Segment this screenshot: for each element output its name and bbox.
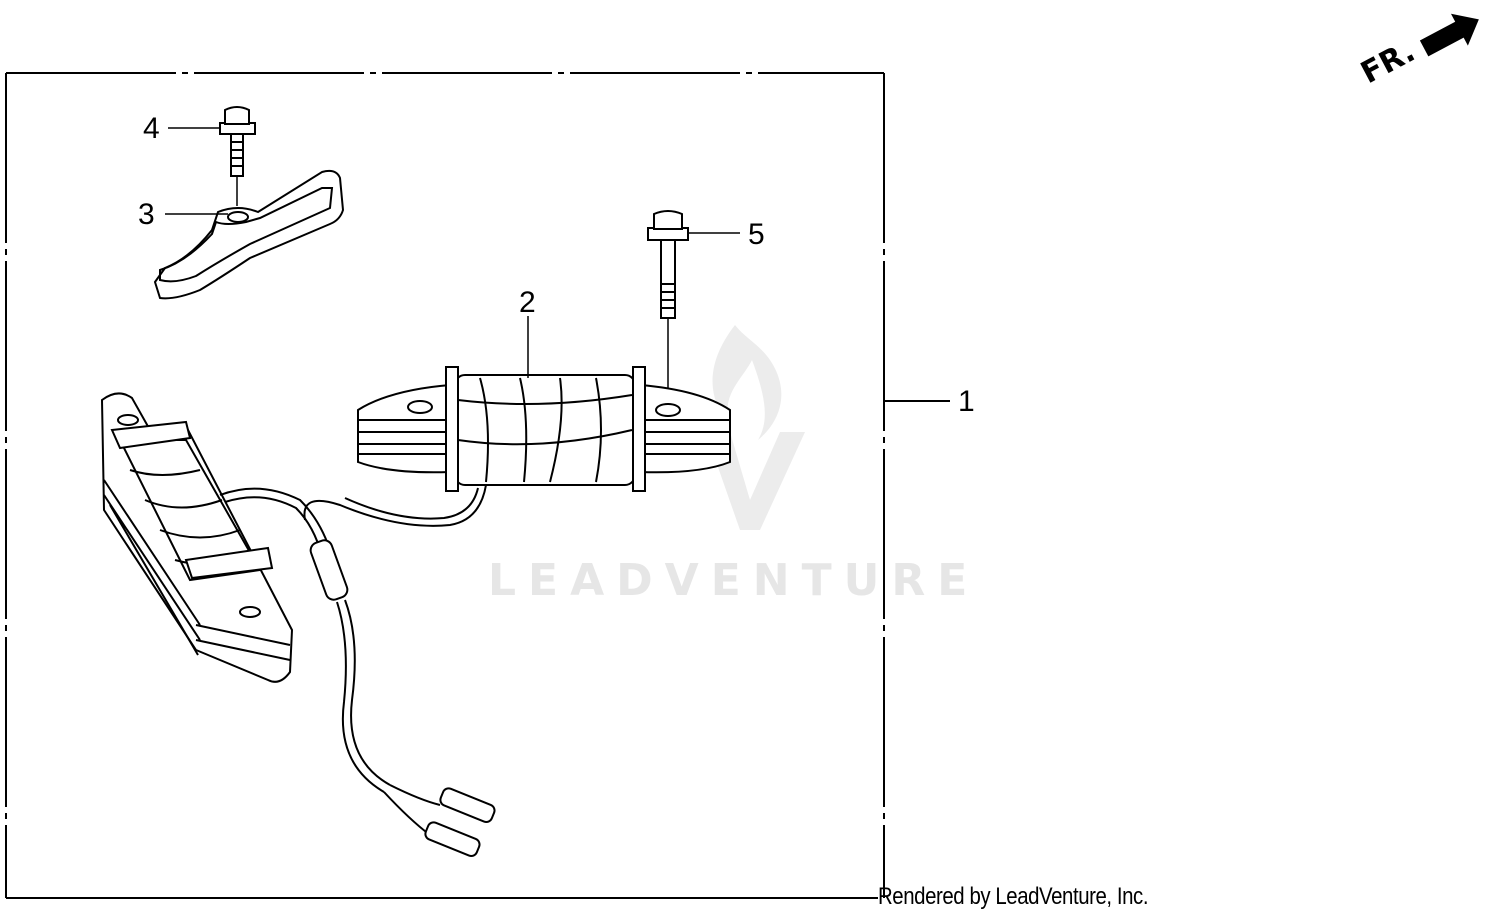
callout-4: 4 <box>143 112 160 145</box>
part-3-clamp <box>153 169 345 300</box>
callout-1: 1 <box>958 385 975 418</box>
part-2-coil <box>357 366 731 492</box>
wire-harness <box>219 484 496 858</box>
watermark-text: LEADVENTURE <box>488 555 980 606</box>
front-direction-label: FR. <box>1355 34 1420 91</box>
callout-5: 5 <box>748 218 765 251</box>
callout-leaders <box>165 127 740 378</box>
part-1-left-coil <box>100 392 294 683</box>
callout-2: 2 <box>519 286 536 319</box>
part-4-bolt <box>219 106 256 206</box>
front-direction-arrow-icon <box>1419 13 1479 57</box>
callout-3: 3 <box>138 198 155 231</box>
part-5-bolt <box>647 210 689 410</box>
assembly-frame <box>5 72 885 899</box>
render-credit: Rendered by LeadVenture, Inc. <box>878 883 1149 910</box>
